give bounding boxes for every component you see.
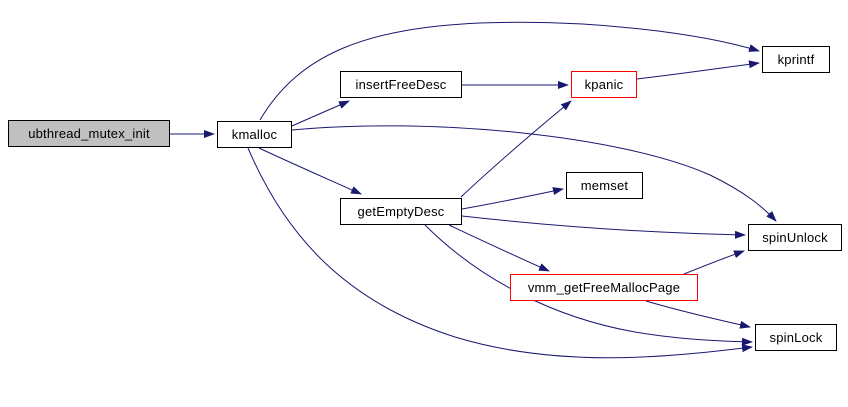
edge-kmalloc-to-getEmptyDesc: [258, 147, 362, 195]
edge-getEmptyDesc-to-vmm_getFreeMallocPage: [448, 224, 550, 272]
edge-kmalloc-to-insertFreeDesc: [291, 100, 350, 127]
node-getEmptyDesc[interactable]: getEmptyDesc: [340, 198, 462, 225]
edge-getEmptyDesc-to-memset: [461, 187, 564, 210]
edge-kmalloc-to-kprintf: [259, 21, 760, 121]
edge-vmm_getFreeMallocPage-to-spinLock: [645, 300, 751, 329]
node-spinLock[interactable]: spinLock: [755, 324, 837, 351]
node-kprintf[interactable]: kprintf: [762, 46, 830, 73]
edge-kpanic-to-kprintf: [636, 60, 760, 80]
node-insertFreeDesc[interactable]: insertFreeDesc: [340, 71, 462, 98]
edge-vmm_getFreeMallocPage-to-spinUnlock: [683, 250, 745, 275]
edge-getEmptyDesc-to-kpanic: [460, 100, 572, 198]
node-kmalloc[interactable]: kmalloc: [217, 121, 292, 148]
node-ubthread_mutex_init: ubthread_mutex_init: [8, 120, 170, 147]
node-vmm_getFreeMallocPage[interactable]: vmm_getFreeMallocPage: [510, 274, 698, 301]
node-kpanic[interactable]: kpanic: [571, 71, 637, 98]
node-memset[interactable]: memset: [566, 172, 643, 199]
node-spinUnlock[interactable]: spinUnlock: [748, 224, 842, 251]
edge-getEmptyDesc-to-spinUnlock: [461, 215, 746, 239]
edge-kmalloc-to-spinLock: [247, 147, 753, 359]
